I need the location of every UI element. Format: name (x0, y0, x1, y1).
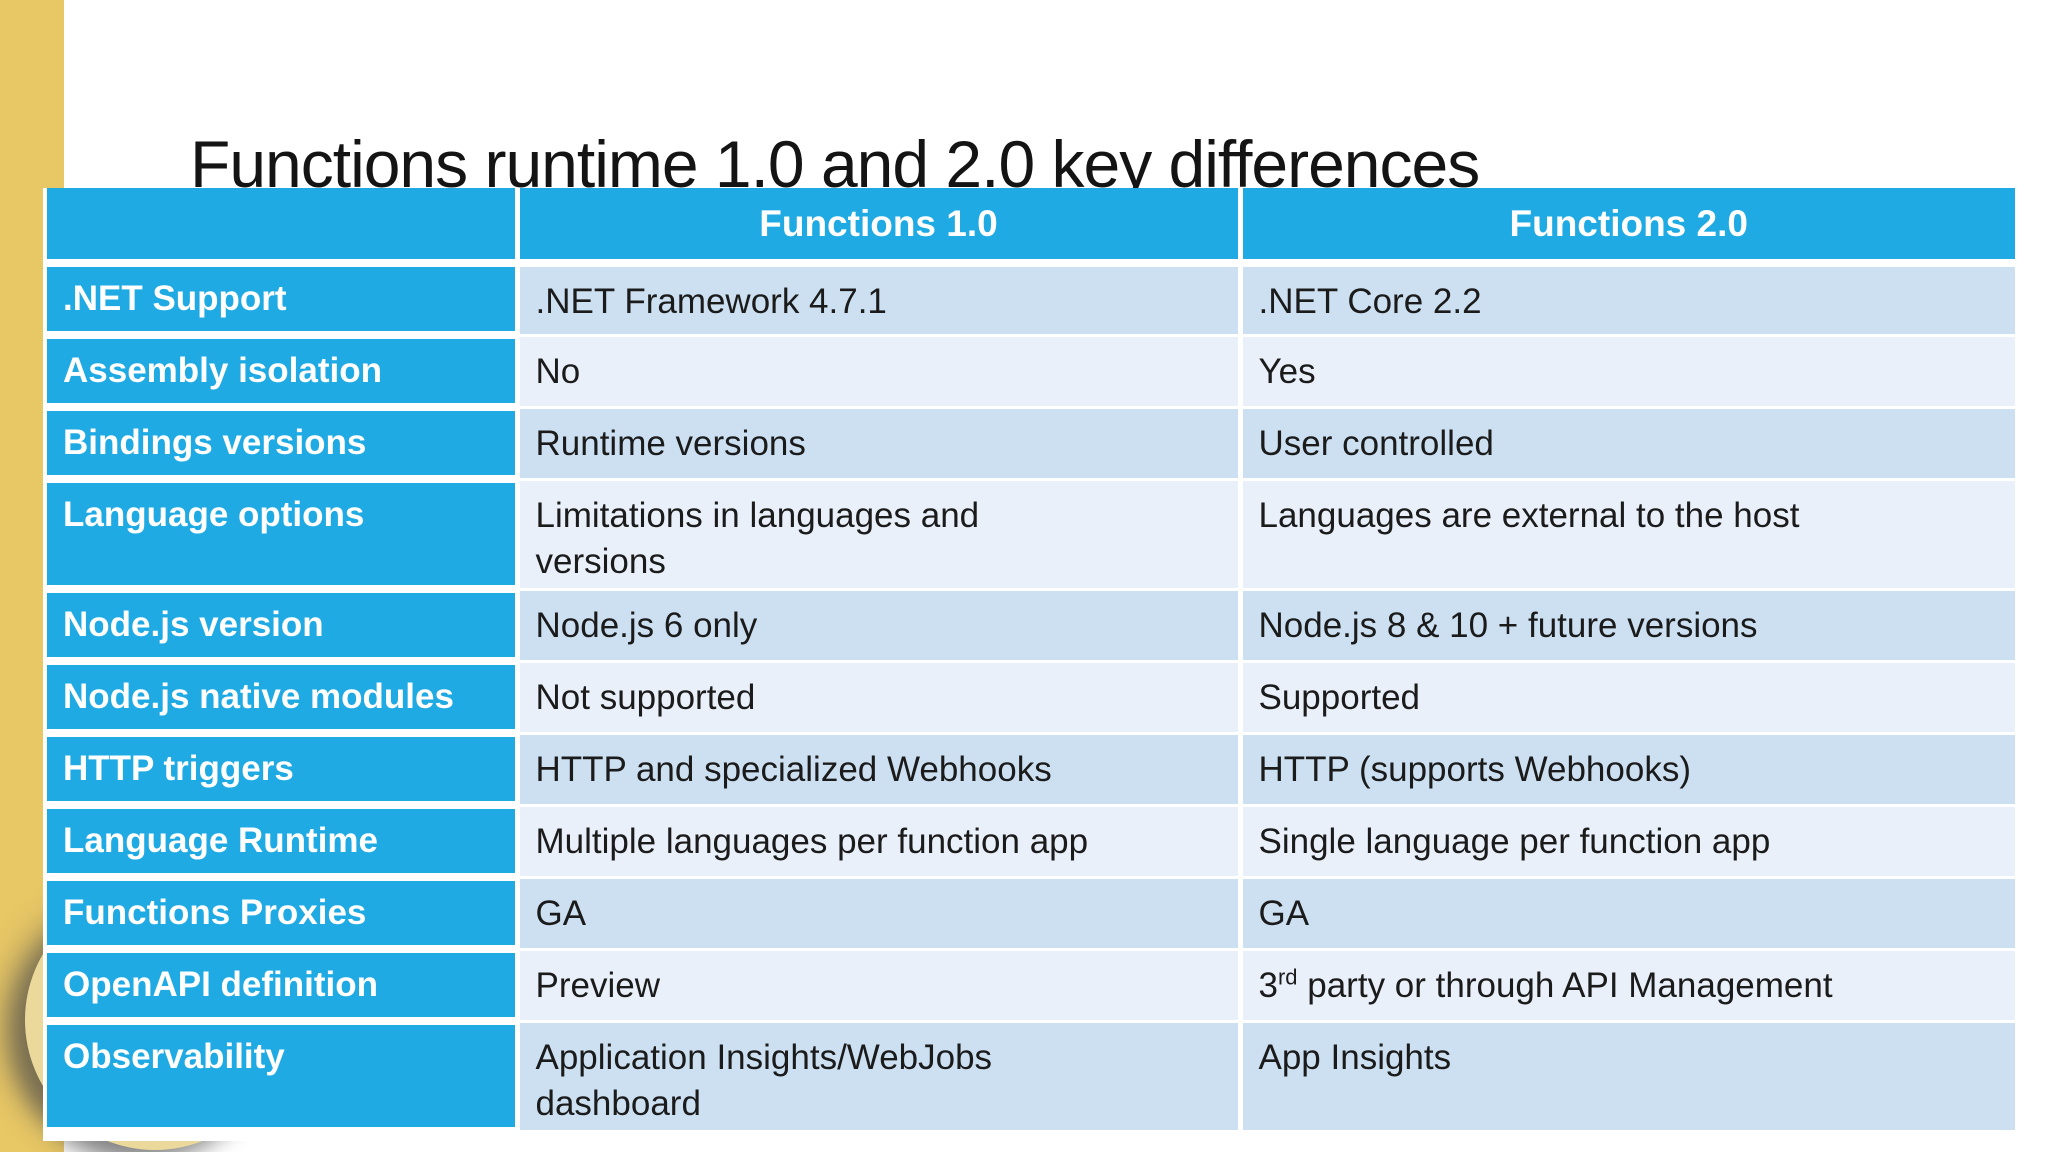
functions-2-0-value-cell: 3rd party or through API Management (1240, 949, 2015, 1023)
functions-2-0-value-cell: Yes (1240, 335, 2015, 409)
table-header-row: Functions 1.0 Functions 2.0 (47, 188, 2015, 267)
comparison-table: Functions 1.0 Functions 2.0 .NET Support… (47, 188, 2015, 1135)
functions-2-0-value-cell: Node.js 8 & 10 + future versions (1240, 589, 2015, 663)
row-label-cell: Node.js native modules (47, 661, 520, 737)
functions-1-0-value-cell: Preview (517, 949, 1243, 1023)
functions-1-0-value-cell: Application Insights/WebJobs dashboard (517, 1021, 1243, 1133)
header-cell-functions-1-0: Functions 1.0 (517, 188, 1243, 267)
row-label-cell: OpenAPI definition (47, 949, 520, 1025)
functions-1-0-value-cell: .NET Framework 4.7.1 (517, 263, 1243, 337)
functions-2-0-value-cell: Single language per function app (1240, 805, 2015, 879)
comparison-table-body: .NET Support.NET Framework 4.7.1.NET Cor… (47, 263, 2015, 1135)
table-row: .NET Support.NET Framework 4.7.1.NET Cor… (47, 263, 2015, 339)
functions-1-0-value-cell: GA (517, 877, 1243, 951)
functions-1-0-value-cell: Not supported (517, 661, 1243, 735)
header-cell-empty (47, 188, 520, 267)
functions-2-0-value-cell: Languages are external to the host (1240, 479, 2015, 591)
functions-2-0-value-cell: GA (1240, 877, 2015, 951)
row-label-cell: Node.js version (47, 589, 520, 665)
functions-1-0-value-cell: HTTP and specialized Webhooks (517, 733, 1243, 807)
functions-2-0-value-cell: .NET Core 2.2 (1240, 263, 2015, 337)
cell-text: party or through API Management (1297, 965, 1833, 1005)
functions-1-0-value-cell: Node.js 6 only (517, 589, 1243, 663)
functions-1-0-value-cell: Runtime versions (517, 407, 1243, 481)
functions-1-0-value-cell: Multiple languages per function app (517, 805, 1243, 879)
row-label-cell: Bindings versions (47, 407, 520, 483)
comparison-table-panel: Functions 1.0 Functions 2.0 .NET Support… (43, 188, 2019, 1141)
row-label-cell: HTTP triggers (47, 733, 520, 809)
functions-2-0-value-cell: HTTP (supports Webhooks) (1240, 733, 2015, 807)
superscript-text: rd (1277, 963, 1298, 989)
functions-2-0-value-cell: User controlled (1240, 407, 2015, 481)
functions-2-0-value-cell: App Insights (1240, 1021, 2015, 1133)
functions-1-0-value-cell: No (517, 335, 1243, 409)
row-label-cell: Language Runtime (47, 805, 520, 881)
functions-2-0-value-cell: Supported (1240, 661, 2015, 735)
cell-text: 3 (1258, 965, 1278, 1005)
row-label-cell: Functions Proxies (47, 877, 520, 953)
row-label-cell: Observability (47, 1021, 520, 1135)
row-label-cell: Assembly isolation (47, 335, 520, 411)
functions-1-0-value-cell: Limitations in languages and versions (517, 479, 1243, 591)
row-label-cell: .NET Support (47, 263, 520, 339)
header-cell-functions-2-0: Functions 2.0 (1240, 188, 2015, 267)
row-label-cell: Language options (47, 479, 520, 593)
